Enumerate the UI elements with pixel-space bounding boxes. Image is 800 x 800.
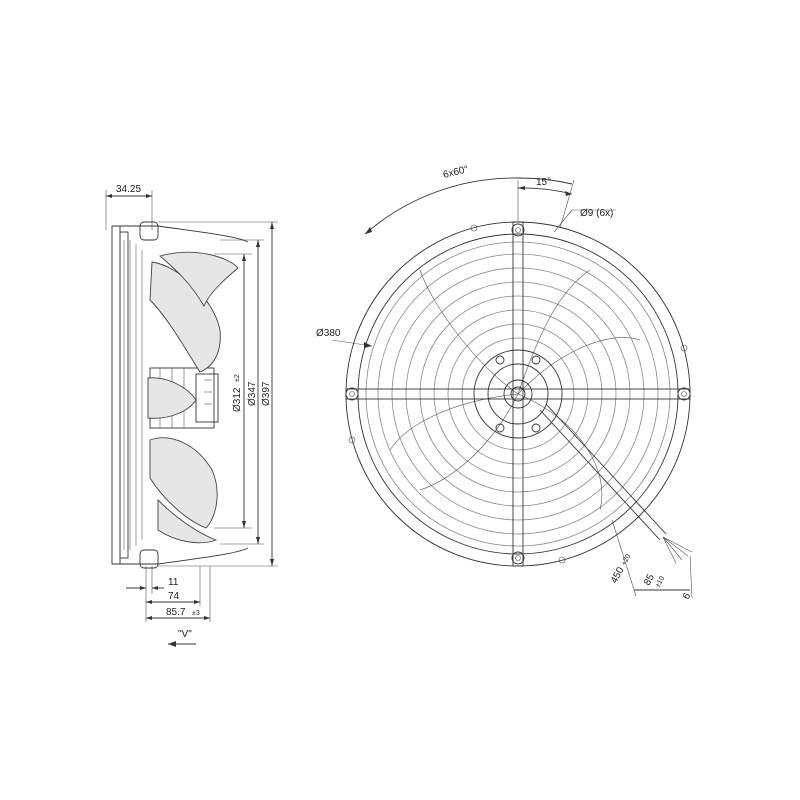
wire-strip-label: 6 bbox=[681, 591, 694, 601]
dim-85-7-tol: ±3 bbox=[192, 610, 200, 617]
side-view: 34.25 bbox=[105, 184, 278, 647]
dim-397: Ø397 bbox=[261, 381, 272, 406]
angle-offset-label: 15° bbox=[536, 177, 551, 188]
cable-strip-label: 85 bbox=[642, 572, 657, 587]
dim-34-25: 34.25 bbox=[116, 184, 141, 195]
dim-85-7: 85.7 bbox=[166, 607, 186, 618]
front-view: 6x60° 15° Ø9 (6x) Ø380 450 +20 85 ±10 6 bbox=[316, 164, 693, 601]
dim-74: 74 bbox=[168, 591, 180, 602]
airflow-arrow-icon bbox=[168, 641, 176, 647]
angle-pattern-label: 6x60° bbox=[442, 164, 470, 181]
airflow-label: "V" bbox=[178, 629, 192, 640]
cable-length-label: 450 bbox=[609, 565, 627, 585]
dim-11: 11 bbox=[168, 577, 179, 588]
cable-strip-tol: ±10 bbox=[655, 575, 667, 589]
mounting-holes bbox=[345, 223, 691, 565]
dim-347: Ø347 bbox=[247, 381, 258, 406]
cable-length-tol: +20 bbox=[621, 553, 633, 567]
outer-diameter-label: Ø380 bbox=[316, 328, 341, 339]
hole-spec-label: Ø9 (6x) bbox=[580, 208, 613, 219]
dim-312-tol: ±2 bbox=[234, 374, 241, 382]
dim-312: Ø312 bbox=[232, 387, 243, 412]
